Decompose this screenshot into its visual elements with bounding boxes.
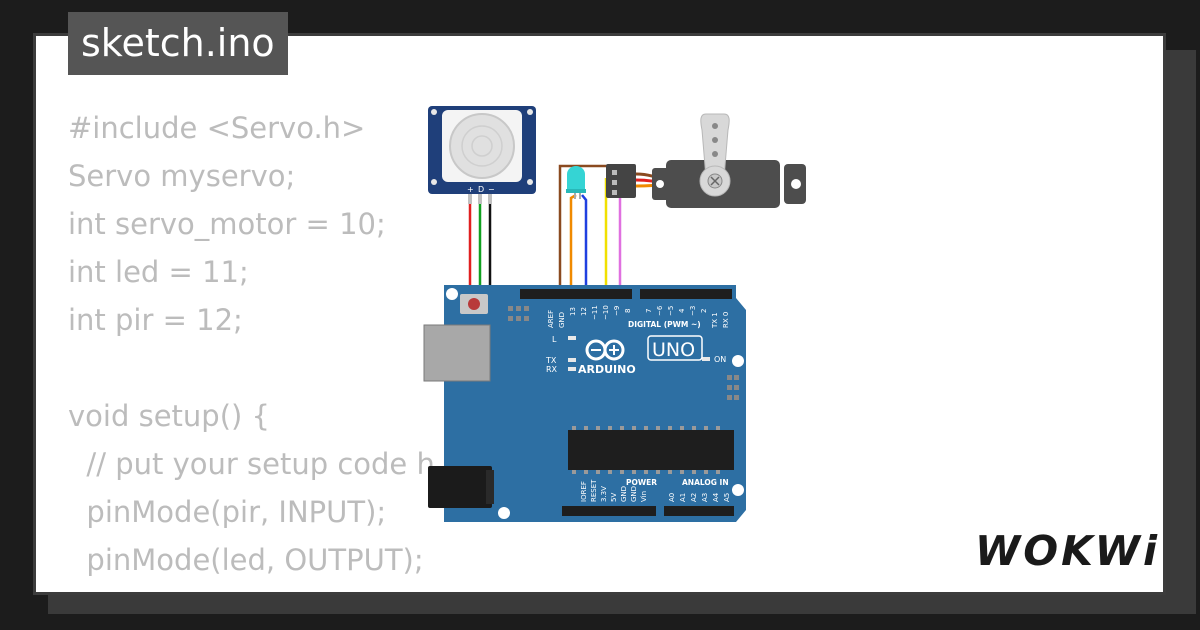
top-pin-label: ~3 <box>689 306 697 316</box>
top-pin-label: ~6 <box>656 305 664 316</box>
top-pin-label: 8 <box>624 309 632 313</box>
wire-green[interactable] <box>478 196 486 294</box>
power-pin-label: RESET <box>590 479 598 502</box>
power-pin-label: 3.3V <box>600 486 608 502</box>
top-pin-label: 2 <box>700 309 708 313</box>
board-led-label: RX <box>546 365 558 374</box>
analog-header <box>664 506 734 516</box>
top-pin-label: ~5 <box>667 306 675 316</box>
wokwi-logo[interactable]: WOKWi <box>975 527 1161 575</box>
code-line <box>68 344 435 392</box>
servo-motor[interactable] <box>652 113 806 208</box>
power-pin-label: IOREF <box>580 481 588 502</box>
pir-pin-label: + <box>467 185 474 194</box>
analog-pin-label: A4 <box>712 492 720 502</box>
arduino-uno-board[interactable]: L TX RX ON ARDUINO UNO DIGITAL (PWM ~) P… <box>423 285 746 522</box>
power-label: POWER <box>626 478 657 487</box>
top-pin-label: TX 1 <box>711 312 719 329</box>
wire-black[interactable] <box>488 196 520 296</box>
top-pin-label: ~10 <box>602 305 610 320</box>
top-pin-label: ~11 <box>591 305 599 320</box>
top-pin-label: 7 <box>645 309 653 313</box>
code-line: void setup() { <box>68 399 270 433</box>
arduino-logo <box>585 339 625 361</box>
power-pin-label: GND <box>630 486 638 502</box>
power-jack <box>428 466 492 508</box>
circuit-diagram: + D − <box>423 106 806 522</box>
analog-pin-label: A2 <box>690 493 698 502</box>
wire-red[interactable] <box>468 196 472 296</box>
usb-port <box>423 324 491 382</box>
led-component[interactable] <box>566 166 586 199</box>
wire-orange[interactable] <box>566 193 577 295</box>
power-pin-label: GND <box>620 486 628 502</box>
file-tab[interactable]: sketch.ino <box>68 12 288 75</box>
top-pin-label: GND <box>558 312 566 328</box>
top-pin-label: ~9 <box>613 306 621 316</box>
arduino-model: UNO <box>652 339 695 361</box>
code-line: pinMode(pir, INPUT); <box>68 495 387 529</box>
digital-header-right <box>640 289 732 299</box>
pir-dome <box>449 113 515 179</box>
on-label: ON <box>714 355 726 364</box>
top-pin-label: RX 0 <box>722 312 730 328</box>
wire-brown[interactable] <box>558 164 609 296</box>
top-pin-label: 13 <box>569 307 577 316</box>
wire-blue[interactable] <box>581 194 590 295</box>
top-pin-label: AREF <box>547 310 555 328</box>
analog-pin-label: A1 <box>679 493 687 502</box>
pir-pin-label: D <box>478 185 484 194</box>
pir-pin-label: − <box>488 185 495 194</box>
code-editor: #include <Servo.h> Servo myservo; int se… <box>68 104 435 584</box>
digital-label: DIGITAL (PWM ~) <box>628 320 701 329</box>
power-header <box>562 506 656 516</box>
code-line: int servo_motor = 10; <box>68 207 386 241</box>
top-pin-label: 4 <box>678 308 686 313</box>
analog-pin-label: A5 <box>723 493 731 502</box>
pir-sensor[interactable]: + D − <box>428 106 536 204</box>
code-line: Servo myservo; <box>68 159 296 193</box>
analog-pin-label: A3 <box>701 493 709 502</box>
code-line: int pir = 12; <box>68 303 243 337</box>
code-line: // put your setup code h <box>68 447 435 481</box>
arduino-brand: ARDUINO <box>578 363 636 376</box>
digital-header-left <box>520 289 632 299</box>
power-pin-label: 5V <box>610 493 618 502</box>
analog-pin-label: A0 <box>668 493 676 502</box>
wire-violet[interactable] <box>614 186 622 294</box>
code-line: #include <Servo.h> <box>68 111 366 145</box>
board-led-label: TX <box>545 356 557 365</box>
top-pin-label: 12 <box>580 307 588 316</box>
board-led-label: L <box>552 335 557 344</box>
code-line: int led = 11; <box>68 255 249 289</box>
microcontroller-chip <box>568 430 734 470</box>
analog-label: ANALOG IN <box>682 478 729 487</box>
code-line: pinMode(led, OUTPUT); <box>68 543 424 577</box>
power-pin-label: Vin <box>640 491 648 502</box>
